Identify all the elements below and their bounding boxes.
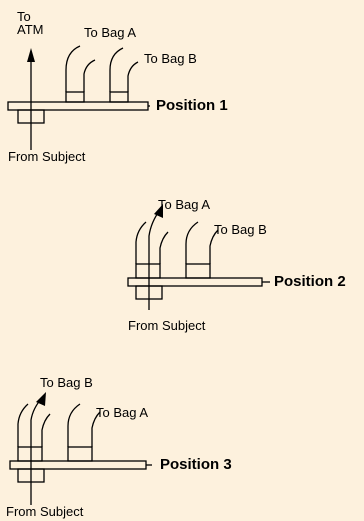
position-2-port-b-tube: [185, 221, 219, 264]
position-1-port-a-tube: [65, 45, 96, 92]
position-2-flow-line: [148, 209, 161, 310]
position-2-to-bag-a-label: To Bag A: [158, 197, 211, 212]
position-1-to-bag-b-label: To Bag B: [144, 51, 197, 66]
position-2-from-subject-label: From Subject: [128, 318, 206, 333]
position-1-from-subject-label: From Subject: [8, 149, 86, 164]
position-3-port-a-collar: [67, 446, 93, 462]
position-1-base-plate: [7, 101, 149, 111]
position-2-port-b-collar: [185, 263, 211, 279]
position-3-port-b-collar: [17, 446, 43, 462]
position-1-port-a-collar: [65, 91, 85, 103]
position-2-title: Position 2: [274, 273, 346, 290]
position-2-port-a-tube: [135, 221, 169, 264]
position-3-title: Position 3: [160, 456, 232, 473]
position-3-flow-line: [30, 397, 43, 505]
position-2-to-bag-b-label: To Bag B: [214, 222, 267, 237]
position-1-port-b-tube: [109, 47, 139, 92]
position-2-base-plate: [127, 277, 263, 287]
position-1-to-atm-label: To ATM: [17, 9, 44, 37]
position-3-from-subject-label: From Subject: [6, 504, 84, 519]
position-1-title: Position 1: [156, 97, 228, 114]
position-1-arrow-head: [27, 48, 35, 62]
position-3-arrow-head: [36, 392, 46, 406]
position-3-port-b-tube: [17, 403, 51, 447]
position-2-arrow-head: [154, 204, 163, 218]
position-1-to-bag-a-label: To Bag A: [84, 25, 137, 40]
position-3-port-a-tube: [67, 403, 101, 447]
position-2-port-a-collar: [135, 263, 161, 279]
position-1-port-b-collar: [109, 91, 129, 103]
position-3-to-bag-b-label: To Bag B: [40, 375, 93, 390]
position-3-to-bag-a-label: To Bag A: [96, 405, 149, 420]
